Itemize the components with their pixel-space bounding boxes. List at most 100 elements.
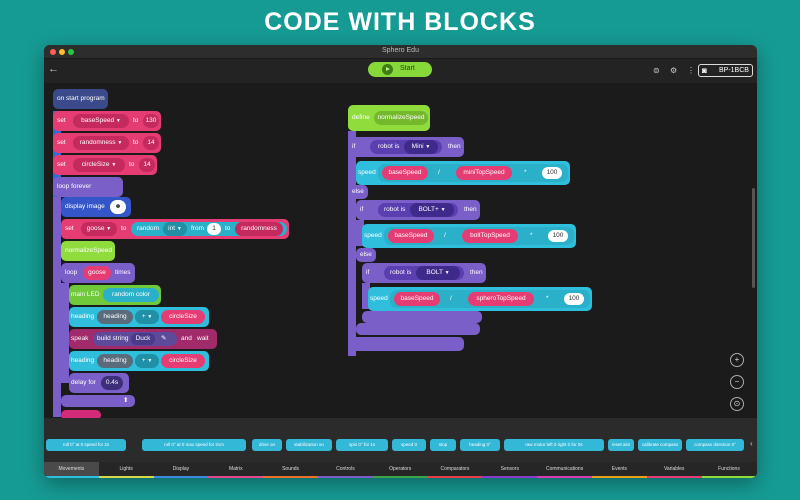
tab-functions[interactable]: Functions: [701, 462, 757, 478]
tab-variables[interactable]: Variables: [646, 462, 702, 478]
palette-block-roll[interactable]: roll 0° at 0 speed for 2s: [46, 439, 126, 451]
string-value-field[interactable]: Duck: [131, 333, 155, 345]
var-dropdown[interactable]: circleSize ▼: [73, 158, 125, 172]
robot-type-dropdown[interactable]: Mini ▼: [404, 140, 438, 154]
base-var[interactable]: baseSpeed: [388, 229, 434, 243]
palette-block-stabilization[interactable]: stabilization on: [286, 439, 332, 451]
delay-value-field[interactable]: 0.4s: [101, 376, 123, 390]
if-block-3[interactable]: if robot is BOLT ▼ then: [362, 263, 486, 283]
to-var-field[interactable]: randomness: [235, 222, 283, 236]
robot-connection-badge[interactable]: ◙ BP-1BCB: [698, 64, 753, 77]
tab-sounds[interactable]: Sounds: [263, 462, 318, 478]
var-dropdown[interactable]: baseSpeed ▼: [73, 114, 129, 128]
top-speed-var[interactable]: boltTopSpeed: [462, 229, 518, 243]
loop-count-var[interactable]: goose: [83, 266, 111, 280]
operand-var[interactable]: circleSize: [161, 310, 205, 324]
tab-color-line: [482, 476, 538, 478]
var-dropdown[interactable]: goose ▼: [81, 222, 117, 236]
tab-events[interactable]: Events: [592, 462, 647, 478]
define-block[interactable]: define normalizeSpeed: [348, 105, 430, 131]
operand-var[interactable]: circleSize: [161, 354, 205, 368]
factor-field[interactable]: 100: [564, 293, 584, 305]
base-var[interactable]: baseSpeed: [394, 292, 440, 306]
palette-block-drive[interactable]: drive on: [252, 439, 282, 451]
zoom-fit-button[interactable]: ⊙: [730, 397, 744, 411]
heading-block-1[interactable]: heading heading + ▼ circleSize: [69, 307, 209, 327]
robot-type-dropdown[interactable]: BOLT ▼: [416, 266, 460, 280]
function-name-field[interactable]: normalizeSpeed: [374, 111, 428, 125]
more-menu-icon[interactable]: ⋮: [687, 66, 695, 75]
palette-block-heading[interactable]: heading 0°: [460, 439, 500, 451]
speed-block-3[interactable]: speed baseSpeed / spheroTopSpeed * 100: [368, 287, 592, 311]
tab-operators[interactable]: Operators: [372, 462, 428, 478]
palette-block-calibrate-compass[interactable]: calibrate compass: [638, 439, 682, 451]
set-basespeed-block[interactable]: set baseSpeed ▼ to 130: [53, 111, 161, 131]
operator-dropdown[interactable]: + ▼: [135, 354, 159, 368]
vertical-scrollbar[interactable]: [752, 188, 755, 288]
gamepad-icon[interactable]: ⊜: [653, 66, 660, 75]
display-image-block[interactable]: display image ☻: [61, 197, 131, 217]
pencil-icon[interactable]: ✎: [161, 335, 167, 342]
set-randomness-block[interactable]: set randomness ▼ to 14: [53, 133, 161, 153]
tab-color-line: [646, 476, 702, 478]
set-blob-block[interactable]: [61, 410, 101, 418]
operator-dropdown[interactable]: + ▼: [135, 310, 159, 324]
value-field[interactable]: 14: [139, 158, 155, 172]
start-button[interactable]: Start: [368, 62, 432, 77]
main-led-block[interactable]: main LED random color: [69, 285, 161, 305]
palette-block-roll-distance[interactable]: roll 0° at 0 max speed for 2cm: [142, 439, 246, 451]
robot-type-dropdown[interactable]: BOLT+ ▼: [410, 203, 454, 217]
palette-block-spin[interactable]: spin 0° for 1s: [336, 439, 388, 451]
tab-comparators[interactable]: Comparators: [427, 462, 483, 478]
tab-communications[interactable]: Communications: [537, 462, 592, 478]
minimize-window-button[interactable]: [59, 49, 65, 55]
set-goose-block[interactable]: set goose ▼ to random int ▼ from 1 to ra…: [61, 219, 289, 239]
base-var[interactable]: baseSpeed: [382, 166, 428, 180]
back-arrow-icon[interactable]: ←: [48, 63, 59, 75]
palette-block-compass-direction[interactable]: compass direction 0°: [686, 439, 744, 451]
tab-movements[interactable]: Movements: [44, 462, 99, 478]
palette-block-stop[interactable]: stop: [430, 439, 456, 451]
from-value-field[interactable]: 1: [207, 223, 221, 235]
zoom-window-button[interactable]: [68, 49, 74, 55]
heading-block-2[interactable]: heading heading + ▼ circleSize: [69, 351, 209, 371]
chevron-left-icon[interactable]: ‹: [750, 439, 753, 448]
close-window-button[interactable]: [50, 49, 56, 55]
factor-field[interactable]: 100: [542, 167, 562, 179]
speed-block-2[interactable]: speed baseSpeed / boltTopSpeed * 100: [362, 224, 576, 248]
heading-var[interactable]: heading: [97, 354, 133, 368]
speak-block[interactable]: speak build string Duck ✎ and wait: [69, 329, 217, 349]
code-canvas[interactable]: on start program set baseSpeed ▼ to 130 …: [44, 83, 757, 418]
loop-goose-block[interactable]: loop goose times: [61, 263, 135, 283]
speed-block-1[interactable]: speed baseSpeed / miniTopSpeed * 100: [356, 161, 570, 185]
value-field[interactable]: 14: [143, 136, 159, 150]
image-picker-icon[interactable]: ☻: [110, 200, 126, 214]
var-name: goose: [86, 225, 105, 232]
palette-block-reset-aim[interactable]: reset aim: [608, 439, 634, 451]
tab-display[interactable]: Display: [153, 462, 209, 478]
if-block-1[interactable]: if robot is Mini ▼ then: [348, 137, 464, 157]
if-block-2[interactable]: if robot is BOLT+ ▼ then: [356, 200, 480, 220]
set-circlesize-block[interactable]: set circleSize ▼ to 14: [53, 155, 157, 175]
heading-var[interactable]: heading: [97, 310, 133, 324]
loop-forever-block[interactable]: loop forever: [53, 177, 123, 197]
delay-block[interactable]: delay for 0.4s: [69, 373, 129, 393]
settings-icon[interactable]: ⚙: [670, 66, 678, 75]
tab-sensors[interactable]: Sensors: [482, 462, 538, 478]
normalize-call-block[interactable]: normalizeSpeed: [61, 241, 115, 261]
var-dropdown[interactable]: randomness ▼: [73, 136, 129, 150]
top-speed-var[interactable]: miniTopSpeed: [456, 166, 512, 180]
palette-block-speed[interactable]: speed 0: [392, 439, 426, 451]
tab-lights[interactable]: Lights: [98, 462, 154, 478]
top-speed-var[interactable]: spheroTopSpeed: [468, 292, 534, 306]
tab-controls[interactable]: Controls: [318, 462, 373, 478]
palette-block-raw-motor[interactable]: raw motor left 0 right 0 for 0s: [504, 439, 604, 451]
zoom-in-button[interactable]: +: [730, 353, 744, 367]
on-start-block[interactable]: on start program: [53, 89, 108, 109]
type-dropdown[interactable]: int ▼: [163, 222, 187, 236]
value-field[interactable]: 130: [143, 114, 159, 128]
zoom-out-button[interactable]: −: [730, 375, 744, 389]
tab-matrix[interactable]: Matrix: [208, 462, 264, 478]
factor-field[interactable]: 100: [548, 230, 568, 242]
color-value-field[interactable]: random color: [103, 288, 159, 302]
